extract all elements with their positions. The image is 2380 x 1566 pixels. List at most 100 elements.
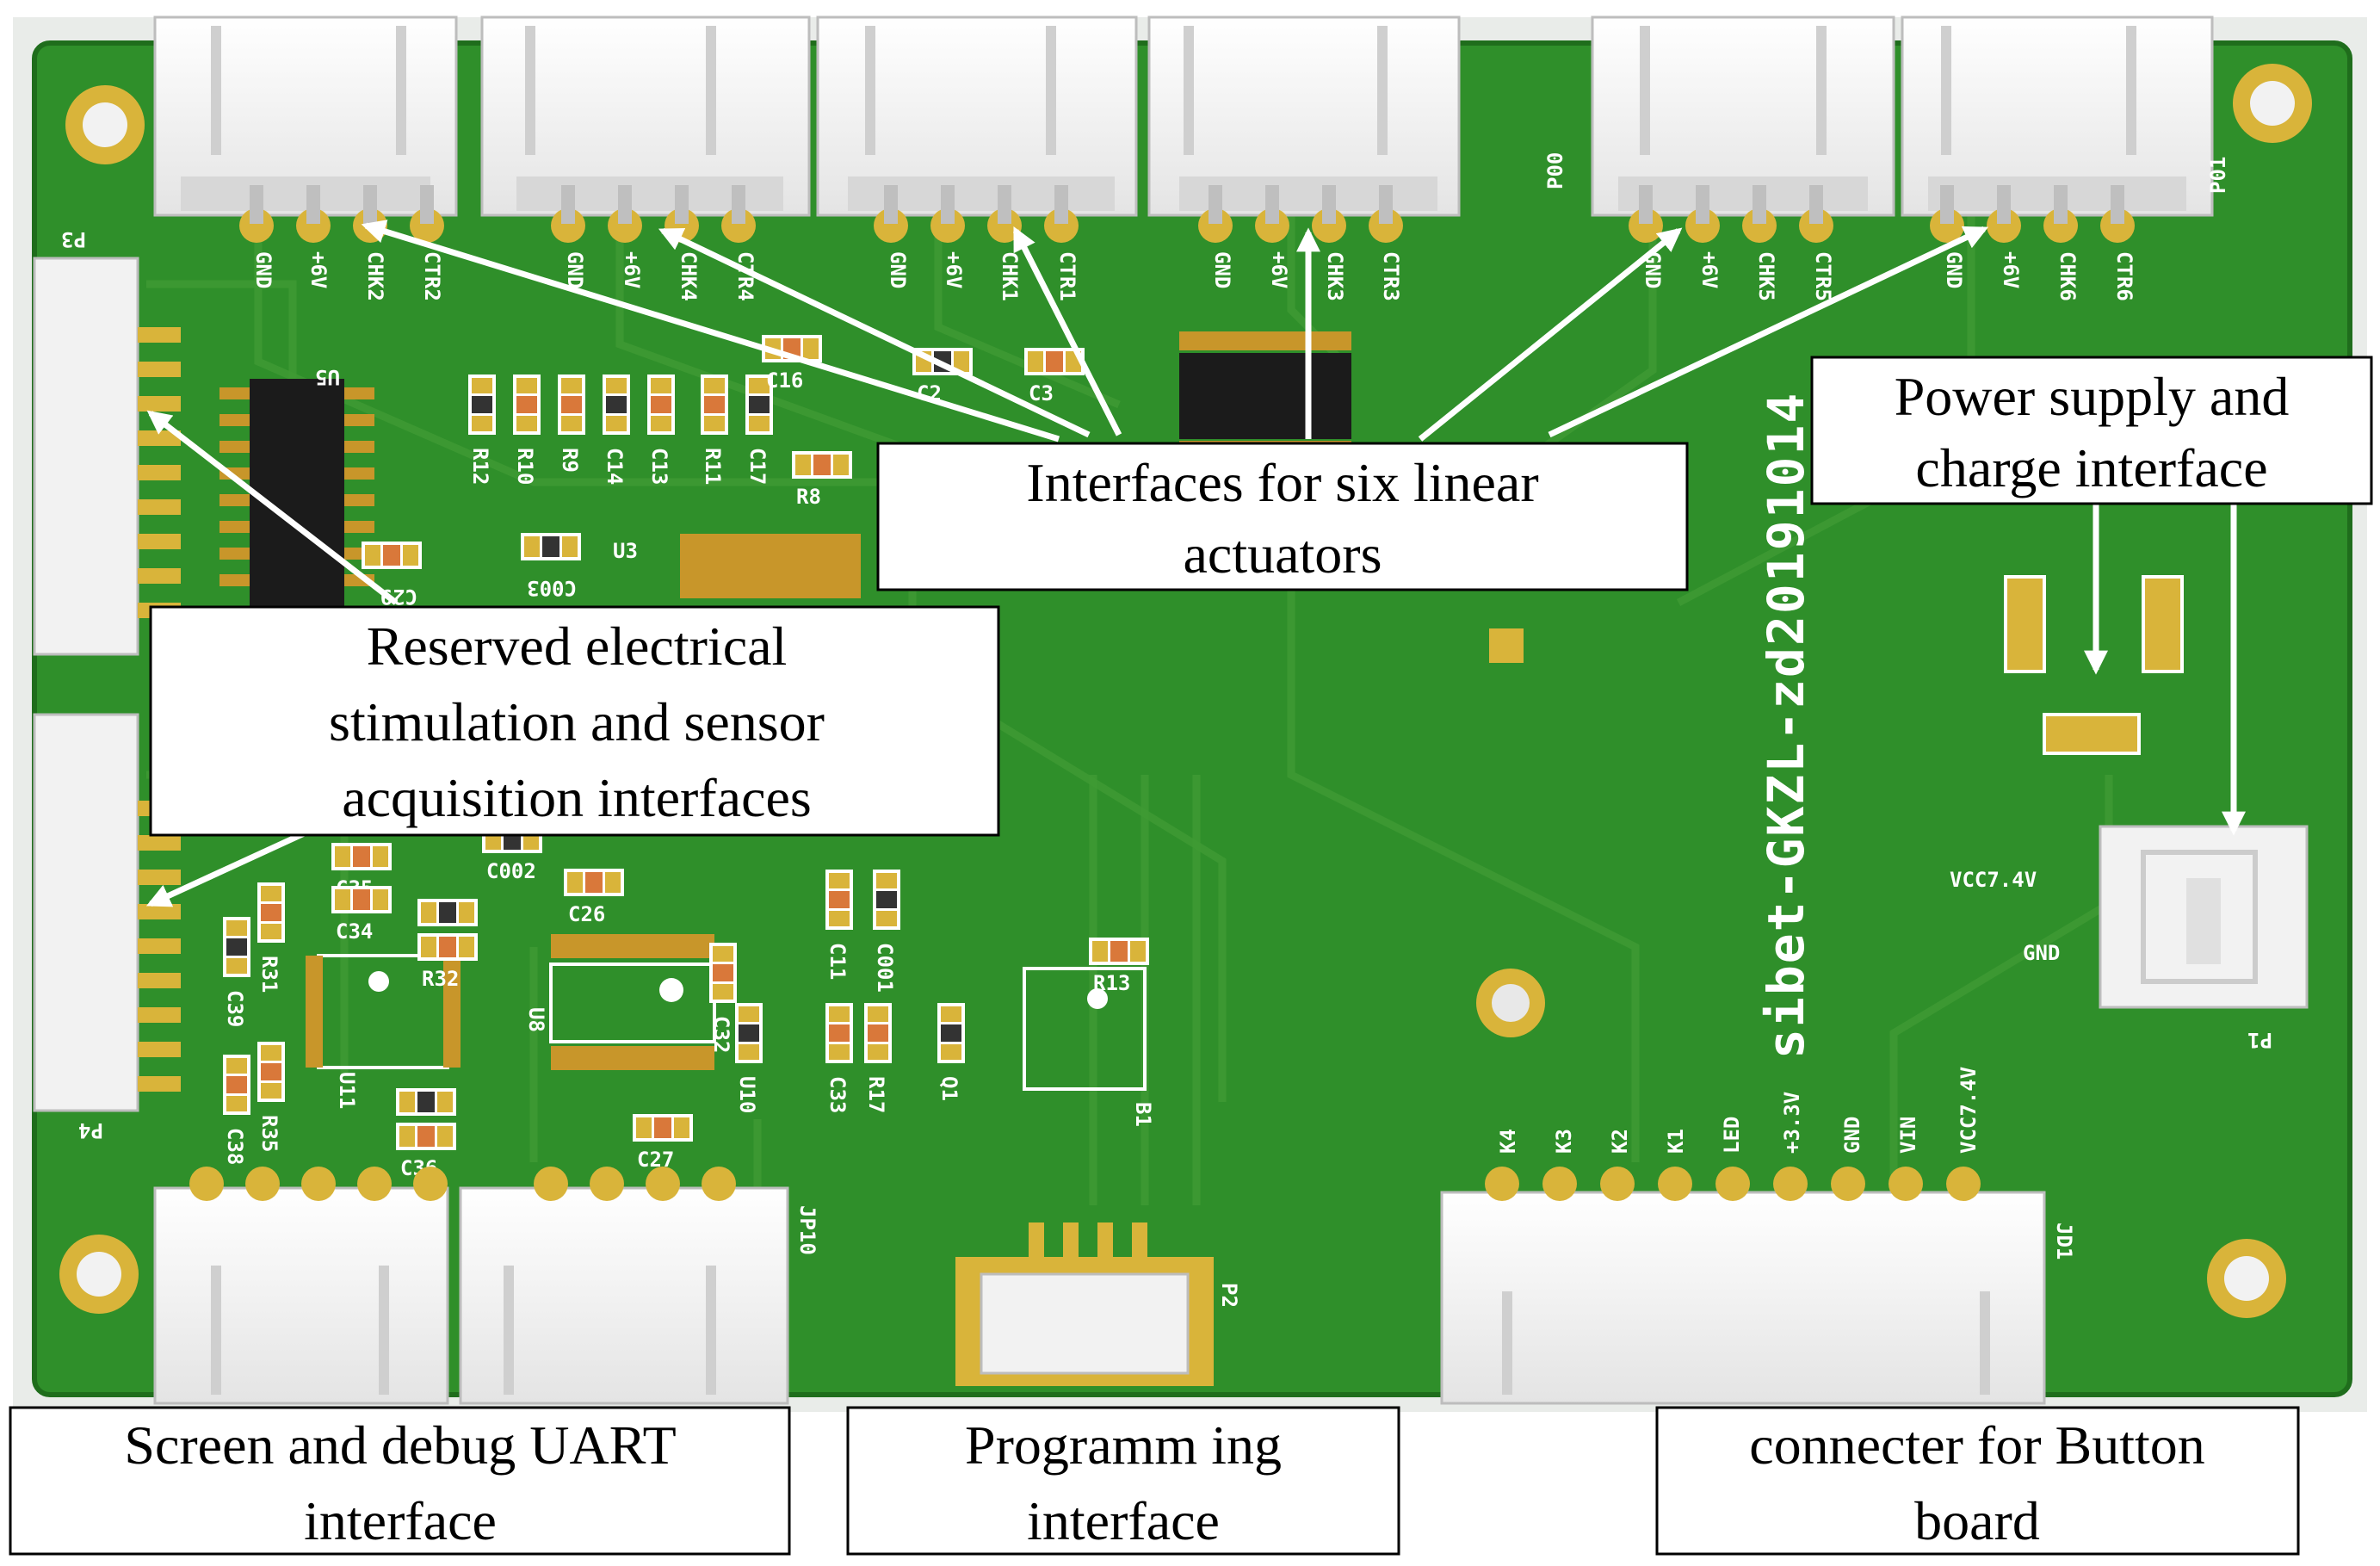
pin-pad: [357, 1167, 392, 1201]
pin-pad: [138, 870, 181, 885]
callout-screen: Screen and debug UART interface: [9, 1406, 791, 1556]
pin-pad: [874, 185, 908, 243]
component-label: C11: [825, 943, 850, 980]
component-label: C001: [873, 943, 897, 993]
pin-label: CHK2: [363, 251, 387, 301]
programming-connector: P2: [955, 1222, 1241, 1386]
pin-pad: [138, 835, 181, 851]
arrow-reserved-lower: [145, 827, 312, 907]
callout-button-line1: connecter for Button: [1749, 1414, 2205, 1476]
uart-connector-2: JP10: [459, 1186, 819, 1405]
pin-pad: [138, 327, 181, 343]
passive-component: R10: [513, 374, 541, 485]
button-pin-label: VIN: [1896, 1117, 1920, 1154]
power-pin-label-vcc: VCC7.4V: [1950, 868, 2037, 892]
component-label: R10: [513, 448, 537, 485]
connector-label-p4: P4: [78, 1118, 103, 1142]
component-label: C32: [709, 1016, 733, 1053]
pin-pad: [1485, 1167, 1519, 1201]
button-pin-label: K2: [1608, 1129, 1632, 1154]
board-serial-marking: sibet-GKZL-zd20191014: [1757, 392, 1815, 1059]
pin-pad: [590, 1167, 624, 1201]
actuator-pin-labels: GND +6V CHK2 CTR2 GND +6V CHK4 CTR4 GND …: [251, 251, 2136, 301]
component-label: R9: [558, 448, 582, 473]
mounting-hole: [65, 85, 145, 164]
component-label: C3: [1029, 381, 1054, 405]
callout-screen-line2: interface: [304, 1490, 497, 1551]
pin-label: GND: [886, 251, 910, 288]
mounting-hole: [2207, 1239, 2286, 1318]
ic-label-u8: U8: [524, 1007, 548, 1032]
pin-pad: [2100, 185, 2135, 243]
pin-label: +6V: [1999, 251, 2023, 288]
pin-pad: [239, 185, 274, 243]
connector-label-p3: P3: [61, 227, 86, 251]
component-label: R8: [796, 485, 821, 509]
arrow-actuator-1: [361, 220, 1060, 443]
pin-pad: [1629, 185, 1663, 243]
passive-component: C29: [362, 542, 422, 609]
pin-pad: [138, 973, 181, 988]
passive-component: R8: [792, 451, 852, 509]
pin-pad: [301, 1167, 336, 1201]
ic-u5: U5: [219, 365, 374, 607]
pin-pad: [987, 185, 1022, 243]
pin-pad: [721, 185, 756, 243]
actuator-connectors: [153, 15, 2214, 217]
component-label: R32: [422, 967, 459, 991]
mounting-hole: [2233, 64, 2312, 143]
passive-components: R12R10R9C14C13R11C17R8C16C2C3C29C003C35C…: [223, 335, 1149, 1180]
pin-label: CHK5: [1754, 251, 1778, 301]
actuator-connector-5: [1591, 15, 1895, 217]
pin-pad: [138, 362, 181, 377]
pin-pad: [1600, 1167, 1635, 1201]
pin-pad: [1044, 185, 1079, 243]
component-label: R35: [257, 1115, 281, 1152]
button-board-connector: JD1: [1440, 1191, 2076, 1405]
component-label: C13: [647, 448, 671, 485]
pin-label: CHK6: [2055, 251, 2080, 301]
pin-pad: [1773, 1167, 1808, 1201]
callout-power: Power supply and charge interface: [1810, 356, 2373, 505]
callout-power-line1: Power supply and: [1895, 366, 2290, 427]
arrow-actuator-3: [1012, 226, 1122, 436]
button-pin-label: K4: [1496, 1129, 1520, 1154]
annotation-arrows: [145, 220, 2246, 907]
pin-pad: [1198, 185, 1233, 243]
pin-pad: [138, 1076, 181, 1092]
button-pin-label: LED: [1720, 1117, 1744, 1154]
button-pin-label: GND: [1840, 1117, 1864, 1154]
callout-programming: Programm ing interface: [846, 1406, 1400, 1556]
passive-component: R35: [257, 1042, 285, 1152]
actuator-pin-pads: [239, 185, 2135, 243]
ic-label-u3: U3: [613, 539, 638, 563]
passive-component: C27: [633, 1114, 693, 1172]
pin-pad: [138, 499, 181, 515]
pin-pad: [245, 1167, 280, 1201]
button-pin-labels: K4 K3 K2 K1 LED +3.3V GND VIN VCC7.4V: [1496, 1067, 1981, 1154]
connector-label-p1: P1: [2247, 1028, 2272, 1052]
pin-label: +6V: [1267, 251, 1291, 288]
pin-pad: [1542, 1167, 1577, 1201]
component-label: U10: [735, 1076, 759, 1113]
callout-programming-line2: interface: [1027, 1490, 1220, 1551]
callout-screen-line1: Screen and debug UART: [124, 1414, 676, 1476]
pin-pad: [138, 465, 181, 480]
pin-label: CTR3: [1379, 251, 1403, 301]
pin-label: CTR6: [2112, 251, 2136, 301]
pin-label: CTR5: [1811, 251, 1835, 301]
pin-label: +6V: [1697, 251, 1722, 288]
pin-label: CHK4: [677, 251, 701, 301]
pin-pad: [930, 185, 965, 243]
pin-pad: [138, 904, 181, 919]
component-label: C003: [527, 576, 577, 600]
passive-component: C003: [521, 533, 581, 600]
power-switch-pads: [1489, 575, 2184, 755]
pin-pad: [138, 534, 181, 549]
component-label: Q1: [937, 1076, 961, 1101]
pin-pad: [534, 1167, 568, 1201]
passive-component: R13: [1089, 938, 1149, 995]
pin-pad: [138, 396, 181, 412]
connector-label-p01: P01: [2206, 157, 2230, 194]
component-label: C39: [223, 990, 247, 1027]
